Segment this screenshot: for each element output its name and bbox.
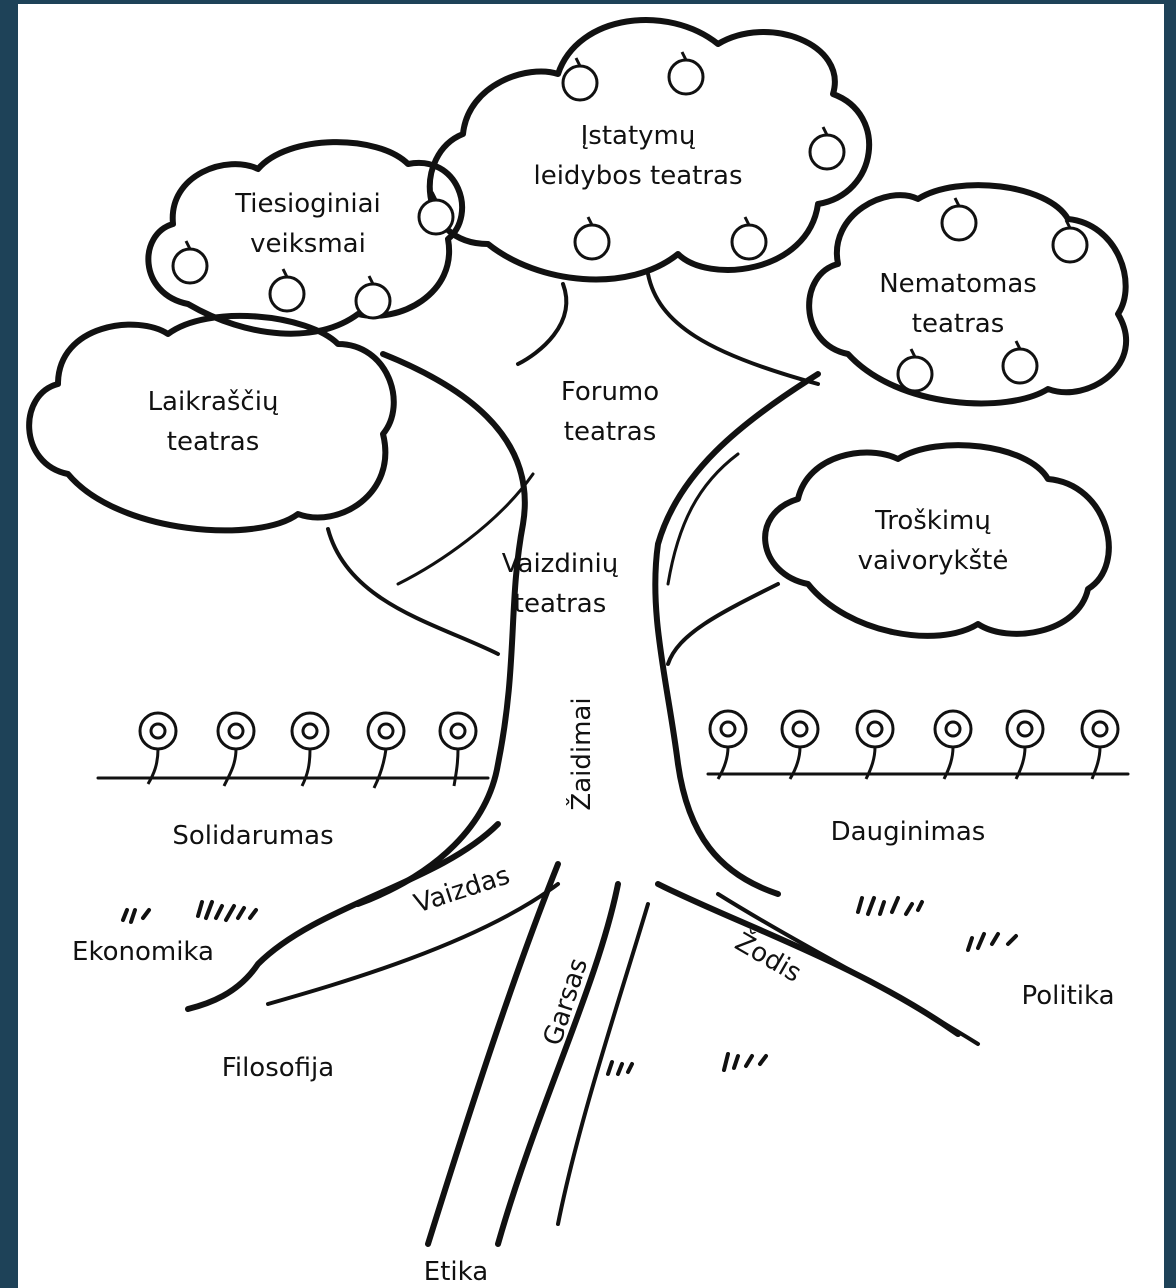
branch-left-low — [326, 527, 500, 656]
apple-icon — [1001, 347, 1039, 385]
crown-label-tiesioginiai: Tiesioginiai veiksmai — [208, 184, 408, 264]
trunk-label-forumo: Forumo teatras — [530, 372, 690, 452]
apple-icon — [896, 355, 934, 393]
trunk-inner-right — [646, 272, 820, 386]
trunk-label-zaidimai: Žaidimai — [567, 697, 597, 811]
flower-icon — [780, 709, 820, 780]
flower-icon — [1005, 709, 1045, 780]
root-center-3 — [556, 902, 650, 1226]
label-politika: Politika — [1021, 981, 1115, 1011]
root-left — [185, 821, 501, 1012]
crown-troskimu — [762, 442, 1112, 639]
crown-nematomas — [806, 182, 1129, 407]
crown-troskimu-line1: Troškimų — [875, 506, 991, 536]
flower-icon — [438, 711, 478, 787]
root-right-2 — [716, 892, 980, 1046]
crown-label-laikrasciu: Laikraščių teatras — [118, 382, 308, 462]
crown-laikrasciu — [26, 312, 397, 534]
flowers — [138, 709, 1120, 789]
flower-icon — [855, 709, 895, 780]
trunk-vaizdiniu-line2: teatras — [513, 589, 607, 619]
branch-mid-left — [396, 472, 535, 586]
flower-icon — [216, 711, 256, 787]
apple-icon — [808, 133, 846, 171]
trunk-forumo-line1: Forumo — [560, 377, 660, 407]
trunk-inner-left — [516, 282, 569, 366]
label-dauginimas: Dauginimas — [830, 817, 986, 847]
crown-troskimu-line2: vaivorykštė — [857, 546, 1009, 576]
crown-istatymu — [426, 17, 873, 283]
apples — [171, 58, 1089, 393]
trunk-forumo-line2: teatras — [563, 417, 657, 447]
root-left-lower — [266, 882, 560, 1006]
root-center-2 — [495, 881, 621, 1247]
crown-tiesioginiai-line2: veiksmai — [250, 229, 366, 259]
branch-mid-right — [666, 452, 740, 586]
trunk-vaizdiniu-line1: Vaizdinių — [501, 549, 619, 579]
label-filosofija: Filosofija — [221, 1053, 335, 1083]
grass-tufts — [121, 896, 1018, 1076]
trunk-left-outline — [355, 351, 528, 907]
crown-tiesioginiai — [145, 139, 466, 337]
crown-tiesioginiai-line1: Tiesioginiai — [235, 189, 381, 219]
crown-nematomas-line1: Nematomas — [879, 269, 1037, 299]
label-ekonomika: Ekonomika — [72, 937, 214, 967]
trunk-label-vaizdiniu: Vaizdinių teatras — [480, 544, 640, 624]
apple-icon — [1051, 226, 1089, 264]
apple-icon — [730, 223, 768, 261]
apple-icon — [667, 58, 705, 96]
branch-right-low — [666, 582, 780, 666]
apple-icon — [940, 204, 978, 242]
apple-icon — [561, 64, 599, 102]
diagram-panel: Įstatymų leidybos teatras Tiesioginiai v… — [18, 4, 1164, 1288]
flower-icon — [290, 711, 330, 787]
crown-label-troskimu: Troškimų vaivorykštė — [833, 501, 1033, 581]
tree-illustration — [26, 17, 1130, 1247]
root-center-1 — [425, 861, 561, 1247]
crown-istatymu-line1: Įstatymų — [580, 121, 696, 151]
apple-icon — [171, 247, 209, 285]
trunk-right-outline — [652, 371, 821, 897]
label-etika: Etika — [423, 1257, 489, 1287]
label-solidarumas: Solidarumas — [172, 821, 334, 851]
apple-icon — [268, 275, 306, 313]
apple-icon — [573, 223, 611, 261]
flower-icon — [138, 711, 178, 785]
flower-icon — [366, 711, 406, 789]
crown-label-nematomas: Nematomas teatras — [868, 264, 1048, 344]
apple-icon — [417, 198, 455, 236]
flower-icon — [1080, 709, 1120, 780]
crown-nematomas-line2: teatras — [911, 309, 1005, 339]
flower-icon — [708, 709, 748, 780]
flower-icon — [933, 709, 973, 780]
crown-istatymu-line2: leidybos teatras — [533, 161, 743, 191]
crown-laikrasciu-line1: Laikraščių — [147, 387, 279, 417]
crown-laikrasciu-line2: teatras — [166, 427, 260, 457]
apple-icon — [354, 282, 392, 320]
crown-label-istatymu: Įstatymų leidybos teatras — [488, 116, 788, 196]
